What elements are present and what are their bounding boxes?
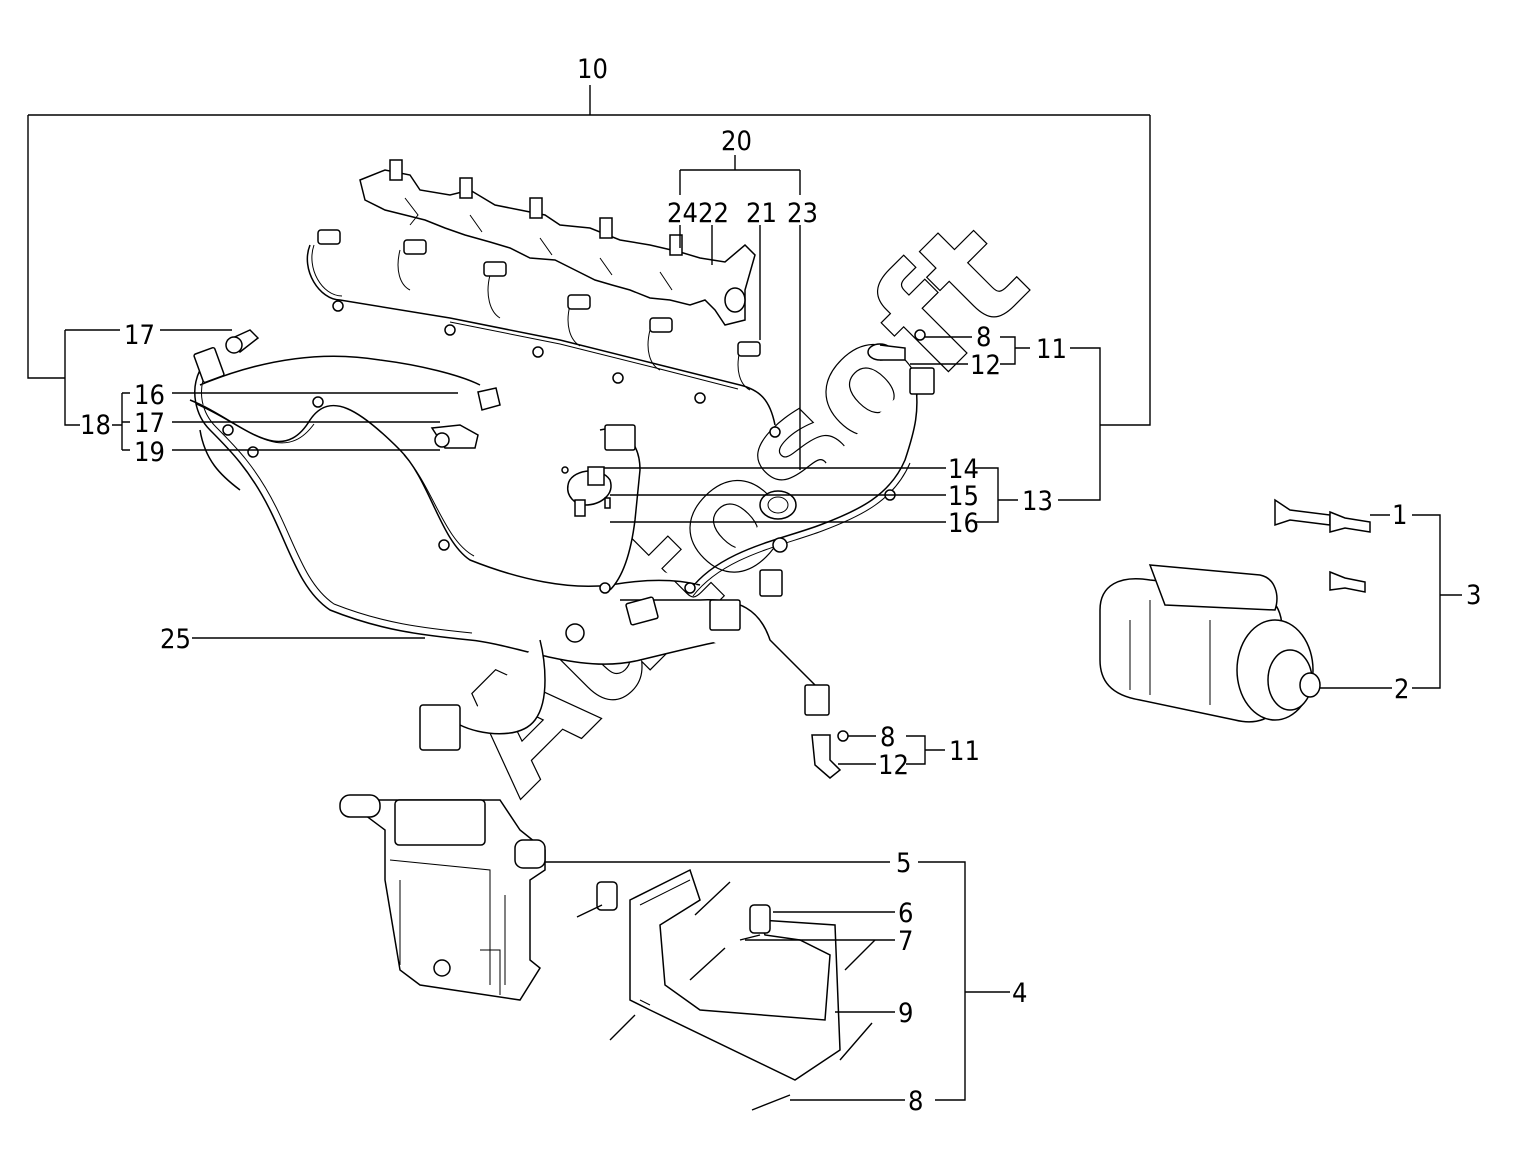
leader-lines <box>27 85 1462 1101</box>
starter-motor <box>1099 498 1371 723</box>
callout-15: 15 <box>948 481 979 512</box>
callout-16-left: 16 <box>134 380 165 411</box>
callout-21: 21 <box>746 198 777 229</box>
callout-25: 25 <box>160 624 191 655</box>
injector-harness-cover <box>359 159 756 326</box>
ecu-bracket <box>576 868 876 1111</box>
callout-13: 13 <box>1022 486 1053 517</box>
sensor-14 <box>561 466 612 517</box>
callout-12-top: 12 <box>970 350 1001 381</box>
callout-14: 14 <box>948 454 979 485</box>
temperature-sensor <box>225 329 260 354</box>
callout-24: 24 <box>667 198 698 229</box>
callout-7: 7 <box>898 926 913 957</box>
callout-17-mid: 17 <box>134 408 165 439</box>
engine-harness <box>189 346 935 751</box>
grommet-15 <box>759 490 797 520</box>
callout-23: 23 <box>787 198 818 229</box>
callout-20: 20 <box>721 126 752 157</box>
callout-3: 3 <box>1466 580 1481 611</box>
callout-labels: 10 20 24 22 21 23 17 18 16 17 19 25 8 12… <box>80 54 1481 1117</box>
bracket-12-lower <box>811 730 849 779</box>
callout-12-mid: 12 <box>878 750 909 781</box>
callout-19: 19 <box>134 437 165 468</box>
callout-11-mid: 11 <box>949 736 980 767</box>
callout-8-bottom: 8 <box>908 1086 923 1117</box>
callout-4: 4 <box>1012 978 1027 1009</box>
callout-9: 9 <box>898 998 913 1029</box>
pressure-sensor <box>430 387 501 449</box>
callout-1: 1 <box>1392 500 1407 531</box>
ecu <box>339 794 546 1001</box>
callout-16-right: 16 <box>948 508 979 539</box>
callout-18: 18 <box>80 410 111 441</box>
crank-sensor <box>867 329 926 361</box>
callout-2: 2 <box>1394 674 1409 705</box>
callout-6: 6 <box>898 898 913 929</box>
callout-10: 10 <box>577 54 608 85</box>
callout-5: 5 <box>896 848 911 879</box>
callout-22: 22 <box>698 198 729 229</box>
callout-17-top: 17 <box>124 320 155 351</box>
callout-11-top: 11 <box>1036 334 1067 365</box>
injector-harness <box>306 229 781 438</box>
callout-8-mid: 8 <box>880 722 895 753</box>
callout-8-top: 8 <box>976 322 991 353</box>
